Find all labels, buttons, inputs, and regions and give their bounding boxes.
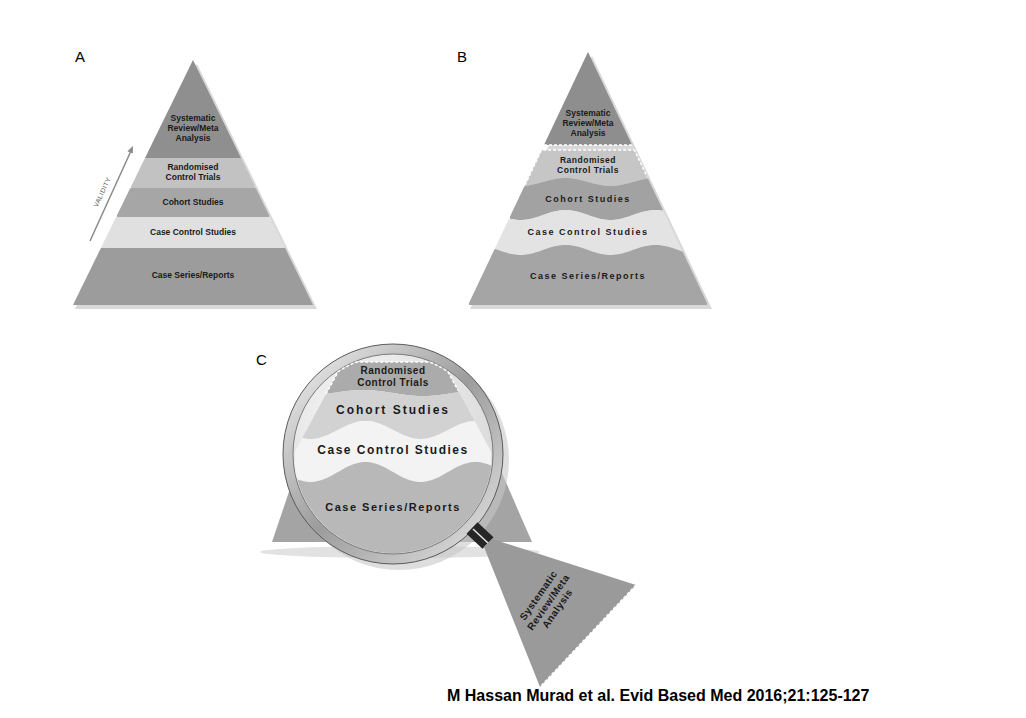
band-fill	[117, 188, 269, 217]
band-fill	[484, 539, 636, 687]
lens-shadow	[289, 350, 509, 570]
band-label: Case Series/Reports	[152, 271, 235, 281]
evidence-band: Cohort Studies	[117, 188, 269, 217]
band-fill	[298, 462, 491, 553]
evidence-band: Randomised Control Trials	[131, 158, 255, 188]
torn-edge	[544, 144, 632, 146]
band-label: Cohort Studies	[545, 194, 631, 204]
band-label: Case Series/Reports	[325, 501, 461, 514]
band-label: Case Control Studies	[527, 227, 648, 237]
torn-edge	[326, 362, 458, 394]
band-fill	[131, 158, 255, 188]
torn-edge	[525, 150, 647, 185]
band-label: Systematic Review/Meta Analysis	[162, 114, 224, 143]
band-shape	[145, 60, 241, 158]
evidence-band: Randomised Control Trials	[326, 362, 458, 396]
lens-ring-edge	[283, 344, 503, 564]
band-fill	[73, 248, 313, 305]
band-label: Systematic Review/Meta Analysis	[557, 109, 619, 138]
band-fill	[469, 245, 707, 305]
band-fill	[544, 52, 632, 145]
band-label: Cohort Studies	[163, 198, 224, 208]
evidence-band: Systematic Review/Meta Analysis	[145, 60, 241, 158]
lens-glass	[293, 354, 493, 554]
band-fill	[101, 217, 285, 248]
validity-arrowhead	[127, 146, 133, 154]
band-label: Randomised Control Trials	[157, 163, 229, 183]
evidence-band: Case Series/Reports	[469, 245, 707, 305]
lens-ring-edge	[293, 354, 493, 554]
band-label: Randomised Control Trials	[550, 156, 626, 176]
evidence-band: Case Series/Reports	[73, 248, 313, 305]
collar-highlight	[473, 529, 488, 543]
panel-letter: A	[75, 48, 85, 65]
band-fill	[525, 150, 647, 186]
axis-label: VALIDITY	[92, 176, 112, 208]
evidence-band: Case Series/Reports	[298, 462, 491, 553]
band-label: Case Series/Reports	[530, 271, 646, 281]
band-fill	[326, 362, 458, 396]
panel-letter: C	[256, 351, 267, 368]
evidence-band: Systematic Review/Meta Analysis	[544, 52, 632, 145]
band-fill	[145, 60, 241, 158]
band-label: Cohort Studies	[336, 404, 450, 418]
lens-ring	[288, 349, 498, 559]
band-label: Randomised Control Trials	[351, 365, 435, 388]
panel-letter: B	[457, 48, 467, 65]
band-label: Case Control Studies	[317, 444, 468, 458]
magnifier-handle: Systematic Review/Meta Analysis	[484, 539, 636, 687]
evidence-band: Case Control Studies	[101, 217, 285, 248]
band-label: Case Control Studies	[150, 228, 236, 238]
evidence-band: Randomised Control Trials	[525, 150, 647, 186]
caption-text: M Hassan Murad et al. Evid Based Med 201…	[447, 687, 869, 705]
